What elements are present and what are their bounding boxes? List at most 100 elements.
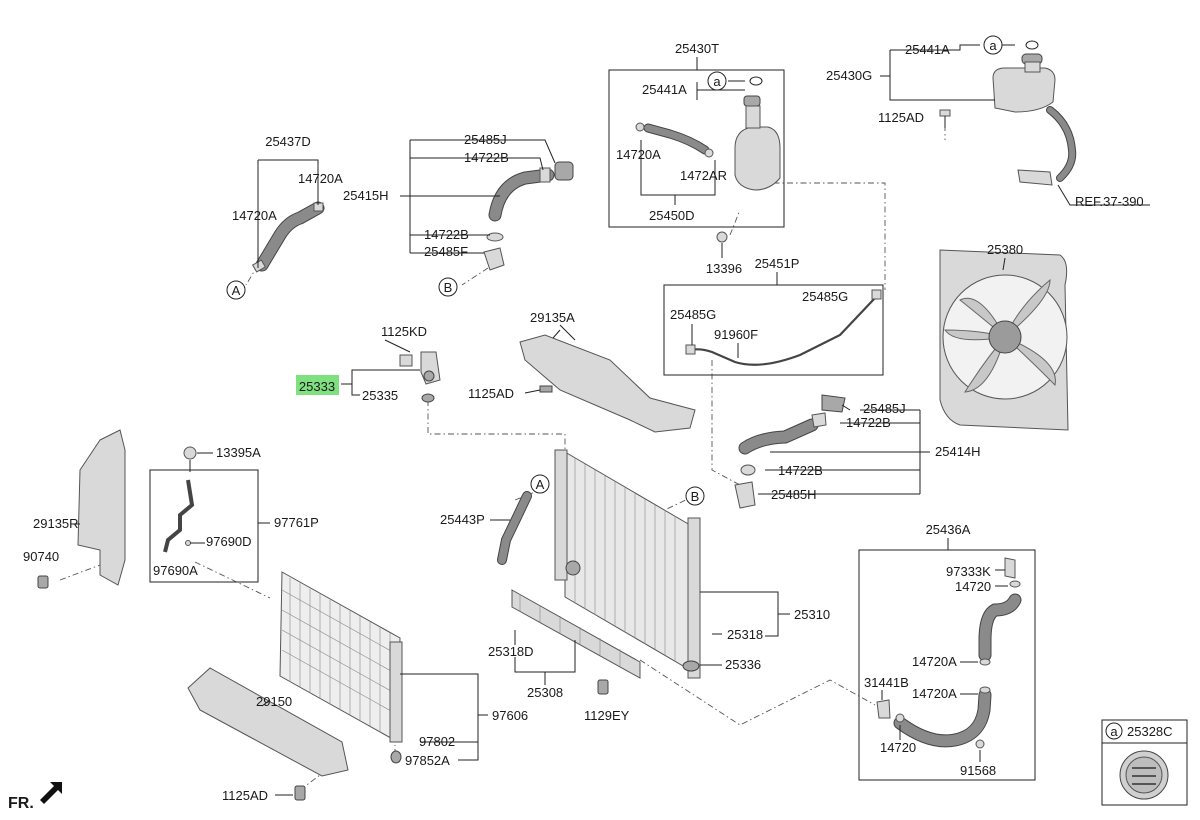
svg-text:1125AD: 1125AD [878,110,924,125]
svg-text:a: a [1110,724,1118,739]
svg-text:25336: 25336 [725,657,761,672]
svg-text:91568: 91568 [960,763,996,778]
svg-text:1125AD: 1125AD [222,788,268,803]
fan-shroud-25380[interactable]: 25380 [939,242,1069,431]
svg-text:1125AD: 1125AD [468,386,514,401]
svg-text:25450D: 25450D [649,208,695,223]
hose-25443P[interactable]: 25443P [440,491,532,565]
svg-text:A: A [232,283,241,298]
svg-text:14720A: 14720A [912,654,957,669]
svg-text:25308: 25308 [527,685,563,700]
svg-text:97761P: 97761P [274,515,319,530]
svg-text:25328C: 25328C [1127,724,1173,739]
callout-25415H: 25485J 14722B 25415H 14722B 25485F [343,132,556,259]
svg-text:29135A: 29135A [530,310,575,325]
svg-text:14720: 14720 [880,740,916,755]
svg-text:14722B: 14722B [846,415,891,430]
svg-text:25485G: 25485G [670,307,716,322]
svg-text:25430T: 25430T [675,41,719,56]
callout-25437D: 25437D 14720A 14720A [232,134,343,268]
marker-B-mid: B [685,486,705,506]
air-guide-29150[interactable]: 29150 1125AD [187,667,349,803]
svg-text:25414H: 25414H [935,444,981,459]
marker-A-top: A [226,280,246,300]
svg-text:FR.: FR. [8,795,34,812]
svg-text:14722B: 14722B [424,227,469,242]
svg-text:B: B [444,280,453,295]
reservoir-25450D[interactable] [635,95,781,191]
svg-text:25310: 25310 [794,607,830,622]
svg-text:13395A: 13395A [216,445,261,460]
svg-text:14722B: 14722B [778,463,823,478]
clip-13396[interactable]: 13396 [706,231,742,276]
callout-25430G: 25441A 25430G 1125AD a REF.37-390 [826,35,1150,209]
svg-text:25333: 25333 [299,379,335,394]
svg-text:14720: 14720 [955,579,991,594]
svg-text:1472AR: 1472AR [680,168,727,183]
svg-text:25485F: 25485F [424,244,468,259]
hose-25436A[interactable] [876,557,1022,749]
svg-text:91960F: 91960F [714,327,758,342]
svg-text:25380: 25380 [987,242,1023,257]
svg-text:14720A: 14720A [298,171,343,186]
box-25430T: 25430T [608,41,785,228]
svg-text:29150: 29150 [256,694,292,709]
hose-25414H[interactable] [734,394,846,509]
svg-text:25441A: 25441A [905,42,950,57]
svg-text:a: a [989,38,997,53]
front-direction-indicator: FR. [8,782,62,812]
box-25436A: 25436A [858,522,1036,781]
condenser-97606[interactable]: 97606 97802 97852A [279,571,528,768]
marker-B-top: B [438,277,458,297]
svg-text:a: a [713,74,721,89]
svg-text:25318D: 25318D [488,644,534,659]
air-guide-29135R[interactable]: 29135R 90740 [23,429,126,589]
bracket-25333[interactable]: 25333 1125KD 25335 [296,324,441,403]
svg-text:14720A: 14720A [912,686,957,701]
svg-text:97802: 97802 [419,734,455,749]
svg-text:A: A [536,477,545,492]
inset-25328C: a 25328C [1101,719,1188,806]
svg-text:97606: 97606 [492,708,528,723]
svg-text:14720A: 14720A [232,208,277,223]
svg-text:31441B: 31441B [864,675,909,690]
svg-text:25443P: 25443P [440,512,485,527]
svg-text:25485J: 25485J [863,401,906,416]
svg-text:B: B [691,489,700,504]
svg-text:25485J: 25485J [464,132,507,147]
box-97761P: 97761P 13395A 97690D 97690A [149,445,319,583]
marker-A-mid: A [530,474,550,494]
reservoir-25430G[interactable] [939,53,1077,186]
svg-text:1129EY: 1129EY [584,708,630,723]
callout-25436A: 97333K 14720 14720A 31441B 14720A 14720 … [864,564,1008,778]
callout-25430T-internal: 25441A 14720A 1472AR 25450D a [616,71,763,223]
air-guide-29135A[interactable]: 29135A 1125AD [468,310,696,433]
svg-text:25430G: 25430G [826,68,872,83]
box-25451P: 25451P 25485G 25485G 91960F [663,256,884,376]
svg-text:14722B: 14722B [464,150,509,165]
svg-text:97852A: 97852A [405,753,450,768]
svg-text:25485G: 25485G [802,289,848,304]
oil-cooler-25308[interactable]: 25318D 25308 1129EY [488,589,641,723]
svg-text:97333K: 97333K [946,564,991,579]
svg-text:29135R: 29135R [33,516,79,531]
svg-text:14720A: 14720A [616,147,661,162]
svg-text:25436A: 25436A [926,522,971,537]
svg-text:25437D: 25437D [265,134,311,149]
svg-text:25335: 25335 [362,388,398,403]
hose-25437D[interactable] [251,201,325,273]
svg-text:25485H: 25485H [771,487,817,502]
svg-text:1125KD: 1125KD [381,324,427,339]
svg-text:25318: 25318 [727,627,763,642]
hose-25415H[interactable] [483,161,574,271]
svg-text:25441A: 25441A [642,82,687,97]
svg-text:13396: 13396 [706,261,742,276]
callout-25414H: 25485J 14722B 25414H 14722B 25485H [758,401,981,502]
svg-text:90740: 90740 [23,549,59,564]
svg-text:25415H: 25415H [343,188,389,203]
svg-text:97690A: 97690A [153,563,198,578]
svg-text:REF.37-390: REF.37-390 [1075,194,1144,209]
svg-text:97690D: 97690D [206,534,252,549]
radiator-25310[interactable]: 25310 25318 25336 [554,449,830,679]
